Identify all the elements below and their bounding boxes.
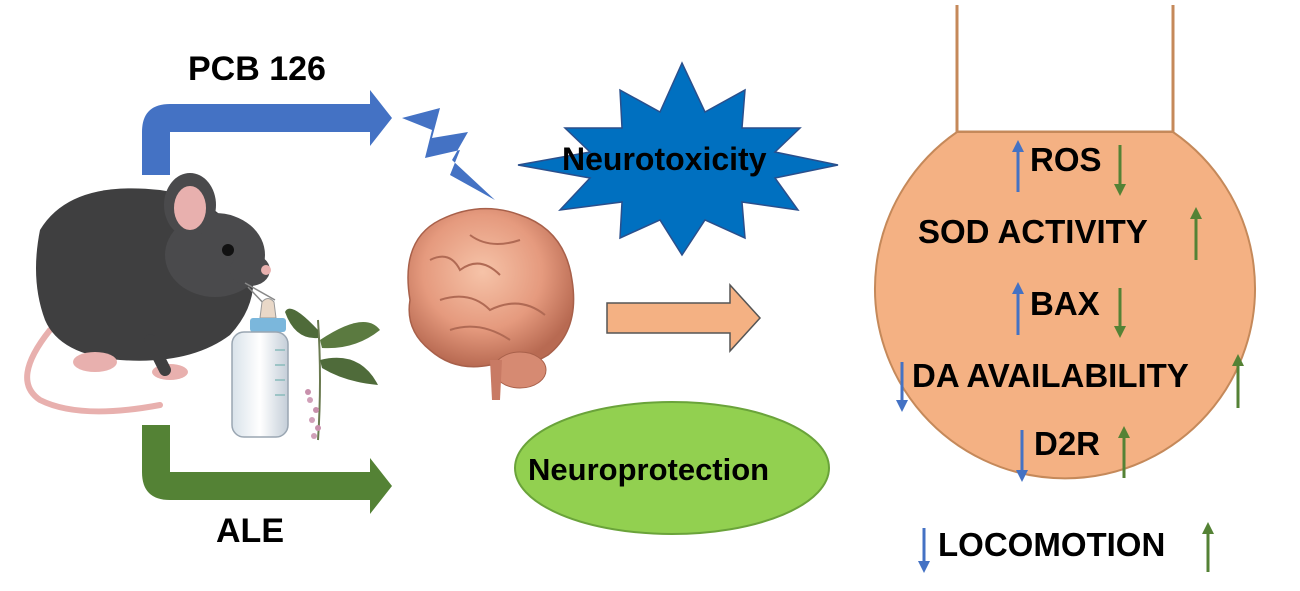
pcb-arrow (142, 90, 392, 175)
outcome-ros: ROS (1030, 141, 1102, 178)
outcome-sod-activity: SOD ACTIVITY (918, 213, 1148, 250)
da-up-arrow (1232, 354, 1244, 408)
outcome-locomotion: LOCOMOTION (938, 526, 1166, 563)
ros-up-arrow (1012, 140, 1024, 192)
pcb-label: PCB 126 (188, 50, 326, 88)
indicator-arrows (896, 140, 1244, 573)
brain-to-outcome-arrow (606, 283, 762, 353)
plant-icon (285, 308, 380, 441)
d2r-up-arrow (1118, 426, 1130, 478)
neurotoxicity-label: Neurotoxicity (562, 141, 767, 177)
bax-down-arrow (1114, 288, 1126, 338)
d2r-down-arrow (1016, 430, 1028, 482)
brain-icon (407, 207, 575, 400)
outcome-bax: BAX (1030, 285, 1100, 322)
locomotion-down-arrow (918, 528, 930, 573)
neuroprotection-label: Neuroprotection (528, 452, 770, 487)
neuroprotection-ellipse (514, 401, 830, 535)
ale-label: ALE (216, 512, 284, 550)
locomotion-up-arrow (1202, 522, 1214, 572)
mouse-icon (24, 173, 276, 415)
ros-down-arrow (1114, 145, 1126, 196)
da-down-arrow (896, 362, 908, 412)
flask-shape (874, 5, 1256, 480)
lightning-icon (402, 108, 495, 200)
baby-bottle-icon (231, 298, 289, 438)
ale-arrow (142, 425, 392, 514)
outcome-d2r: D2R (1034, 425, 1101, 462)
bax-up-arrow (1012, 282, 1024, 335)
sod-up-arrow (1190, 207, 1202, 260)
outcome-da-availability: DA AVAILABILITY (912, 357, 1189, 394)
neurotoxicity-starburst (517, 61, 839, 257)
